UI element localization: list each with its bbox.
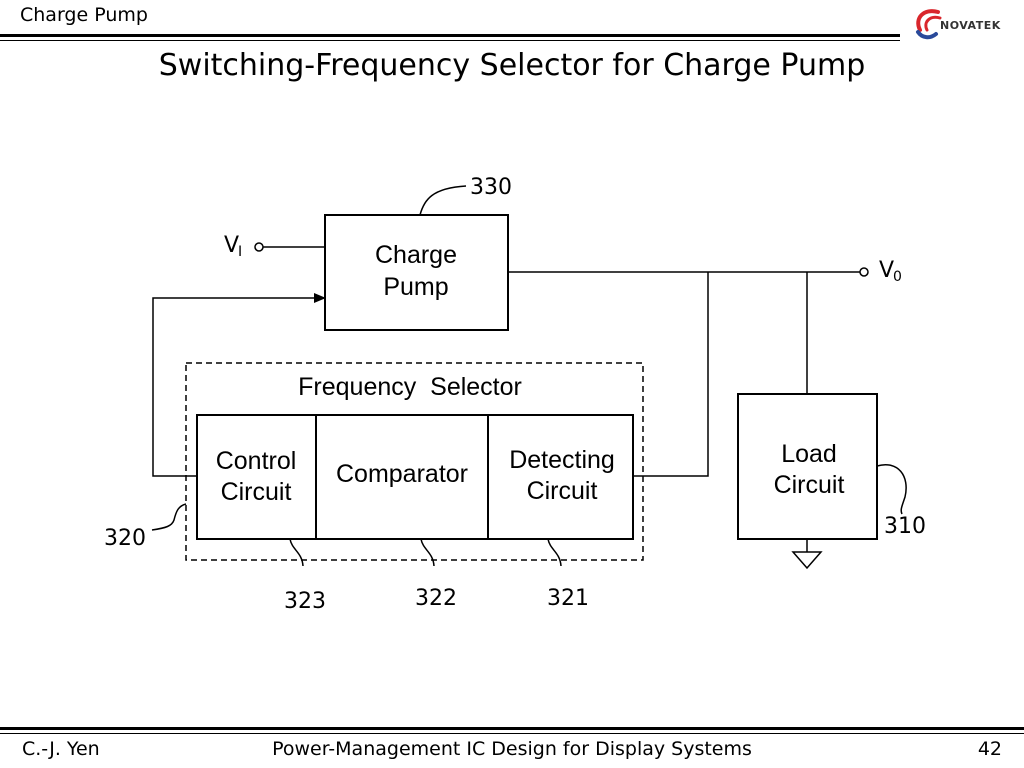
header-section-label: Charge Pump	[20, 4, 148, 26]
novatek-logo: NOVATEK	[908, 6, 1008, 42]
input-voltage-subscript: I	[238, 244, 242, 260]
output-terminal	[859, 267, 869, 277]
load-circuit-label-line2: Circuit	[774, 471, 845, 499]
load-circuit-ref-leader	[876, 464, 907, 515]
header-divider	[0, 34, 900, 37]
frequency-selector-ref-leader	[151, 503, 187, 531]
comparator-label: Comparator	[336, 460, 468, 488]
control-signal-wire	[152, 293, 326, 477]
output-voltage-symbol: V	[879, 258, 894, 283]
header-divider-thin	[0, 40, 900, 41]
charge-pump-ref-leader	[419, 185, 467, 216]
comparator-ref-leader	[420, 538, 435, 567]
detecting-circuit-label-line1: Detecting	[509, 446, 615, 474]
control-circuit-ref-number: 323	[284, 589, 326, 614]
detect-feedback-wire	[633, 272, 709, 477]
comparator-ref-number: 322	[415, 586, 457, 611]
ground-icon	[791, 551, 823, 570]
slide-title: Switching-Frequency Selector for Charge …	[158, 48, 866, 83]
charge-pump-label-line1: Charge	[375, 241, 457, 269]
footer-divider-thin	[0, 733, 1024, 734]
charge-pump-ref-number: 330	[470, 175, 512, 200]
charge-pump-label-line2: Pump	[383, 273, 448, 301]
novatek-logo-mark	[916, 9, 942, 40]
frequency-selector-ref-number: 320	[104, 526, 146, 551]
selector-inner-block	[196, 414, 634, 540]
input-voltage-symbol: V	[224, 233, 239, 258]
control-circuit-ref-leader	[289, 538, 304, 567]
footer-divider	[0, 727, 1024, 730]
detecting-circuit-label-line2: Circuit	[527, 477, 598, 505]
detecting-circuit-ref-number: 321	[547, 586, 589, 611]
footer-author: C.-J. Yen	[22, 738, 100, 760]
control-circuit-label-line2: Circuit	[221, 478, 292, 506]
footer-page-number: 42	[977, 738, 1002, 760]
load-circuit-ref-number: 310	[884, 514, 926, 539]
detecting-circuit-ref-leader	[547, 538, 562, 567]
footer-course-title: Power-Management IC Design for Display S…	[272, 738, 752, 760]
input-terminal	[254, 242, 264, 252]
frequency-selector-enclosure	[185, 362, 644, 561]
logo-wordmark: NOVATEK	[940, 19, 1001, 32]
load-circuit-label-line1: Load	[781, 440, 837, 468]
output-voltage-subscript: 0	[893, 269, 902, 285]
control-circuit-label-line1: Control	[216, 447, 297, 475]
frequency-selector-label: Frequency Selector	[298, 373, 522, 401]
